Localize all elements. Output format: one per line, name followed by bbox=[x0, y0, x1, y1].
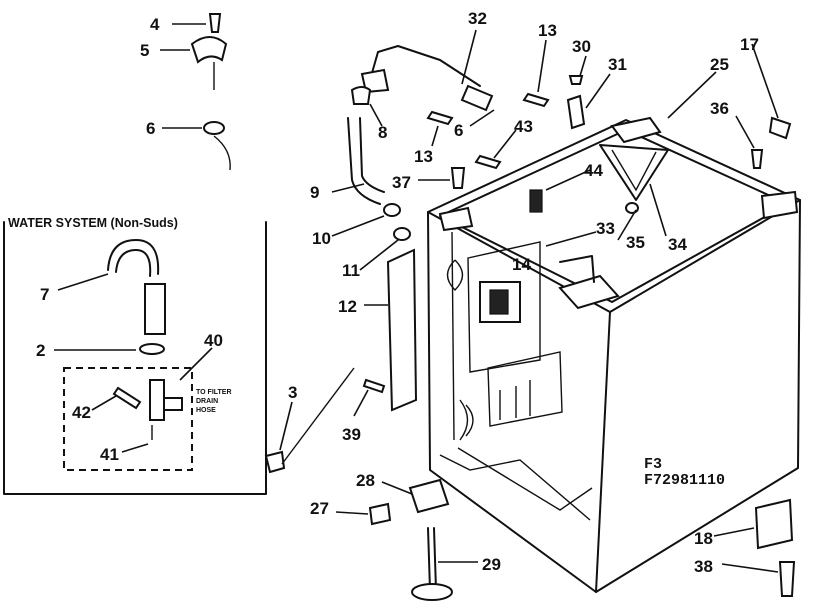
part-label-13: 13 bbox=[538, 21, 557, 40]
water-system-title: WATER SYSTEM (Non-Suds) bbox=[8, 216, 178, 230]
part-label-27: 27 bbox=[310, 499, 329, 518]
part-label-10: 10 bbox=[312, 229, 331, 248]
part-label-39: 39 bbox=[342, 425, 361, 444]
water-system-box: WATER SYSTEM (Non-Suds) TO FILTER DRAIN … bbox=[3, 216, 267, 495]
part-label-9: 9 bbox=[310, 183, 319, 202]
part-label-36: 36 bbox=[710, 99, 729, 118]
part-label-17: 17 bbox=[740, 35, 759, 54]
part-label-37: 37 bbox=[392, 173, 411, 192]
part-label-7: 7 bbox=[40, 285, 49, 304]
part-label-31: 31 bbox=[608, 55, 627, 74]
water-note-1: TO FILTER bbox=[196, 389, 232, 396]
part-label-2: 2 bbox=[36, 341, 45, 360]
part-label-34: 34 bbox=[668, 235, 687, 254]
part-label-29: 29 bbox=[482, 555, 501, 574]
leader-lines bbox=[54, 23, 779, 573]
part-label-32: 32 bbox=[468, 9, 487, 28]
part-label-6b: 6 bbox=[454, 121, 463, 140]
part-label-41: 41 bbox=[100, 445, 119, 464]
part-label-5: 5 bbox=[140, 41, 149, 60]
part-label-4: 4 bbox=[150, 15, 160, 34]
part-label-35: 35 bbox=[626, 233, 645, 252]
water-note-2: DRAIN bbox=[196, 398, 218, 405]
part-label-3: 3 bbox=[288, 383, 297, 402]
part-label-43: 43 bbox=[514, 117, 533, 136]
part-label-18: 18 bbox=[694, 529, 713, 548]
part-label-28: 28 bbox=[356, 471, 375, 490]
part-label-13b: 13 bbox=[414, 147, 433, 166]
model-code: F3 F72981110 bbox=[644, 456, 725, 489]
part-label-6: 6 bbox=[146, 119, 155, 138]
part-label-14: 14 bbox=[512, 255, 531, 274]
small-parts bbox=[190, 13, 796, 601]
part-label-12: 12 bbox=[338, 297, 357, 316]
model-code-line1: F3 bbox=[644, 456, 662, 473]
part-label-40: 40 bbox=[204, 331, 223, 350]
cabinet bbox=[427, 116, 801, 593]
part-label-30: 30 bbox=[572, 37, 591, 56]
model-code-line2: F72981110 bbox=[644, 472, 725, 489]
part-label-38: 38 bbox=[694, 557, 713, 576]
water-note-3: HOSE bbox=[196, 407, 216, 414]
part-label-44: 44 bbox=[584, 161, 603, 180]
part-labels: 4 5 6 32 13 30 31 17 25 36 8 6 43 13 37 … bbox=[36, 9, 759, 576]
part-label-8: 8 bbox=[378, 123, 387, 142]
part-label-33: 33 bbox=[596, 219, 615, 238]
part-label-42: 42 bbox=[72, 403, 91, 422]
part-label-25: 25 bbox=[710, 55, 729, 74]
part-label-11: 11 bbox=[342, 261, 360, 280]
